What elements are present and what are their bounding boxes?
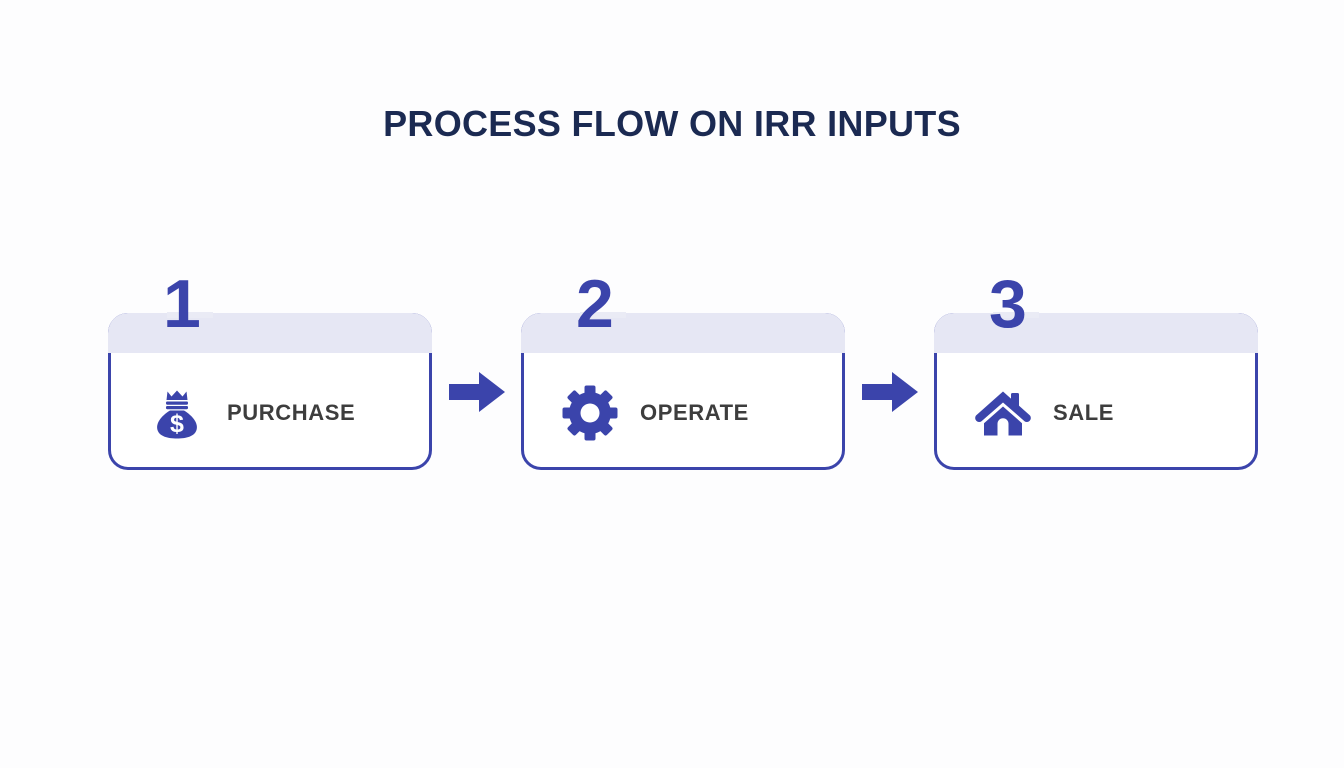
flow-connector-1 — [432, 313, 521, 470]
arrow-right-icon — [861, 371, 918, 412]
step-card-body: $ PURCHASE — [111, 356, 429, 470]
step-card-operate[interactable]: 2 — [521, 270, 845, 470]
gear-icon — [562, 385, 618, 441]
step-number-3: 3 — [989, 266, 1027, 342]
page-title: PROCESS FLOW ON IRR INPUTS — [383, 103, 961, 144]
card-header-band — [108, 313, 432, 353]
step-label-sale: SALE — [1053, 400, 1115, 425]
step-card-purchase[interactable]: 1 $ PURCHASE — [108, 270, 432, 470]
process-flow-diagram: 1 $ PURCHASE — [108, 270, 1258, 470]
card-header-band — [521, 313, 845, 353]
step-card-body: SALE — [937, 356, 1255, 470]
house-icon — [975, 385, 1031, 441]
step-card-sale[interactable]: 3 SALE — [934, 270, 1258, 470]
step-label-purchase: PURCHASE — [227, 400, 356, 425]
step-number-1: 1 — [163, 266, 201, 342]
arrow-right-icon — [448, 371, 505, 412]
step-label-operate: OPERATE — [640, 400, 749, 425]
card-header-band — [934, 313, 1258, 353]
step-number-2: 2 — [576, 266, 614, 342]
money-bag-icon: $ — [149, 385, 205, 441]
step-card-body: OPERATE — [524, 356, 842, 470]
flow-connector-2 — [845, 313, 934, 470]
svg-text:$: $ — [170, 410, 184, 438]
